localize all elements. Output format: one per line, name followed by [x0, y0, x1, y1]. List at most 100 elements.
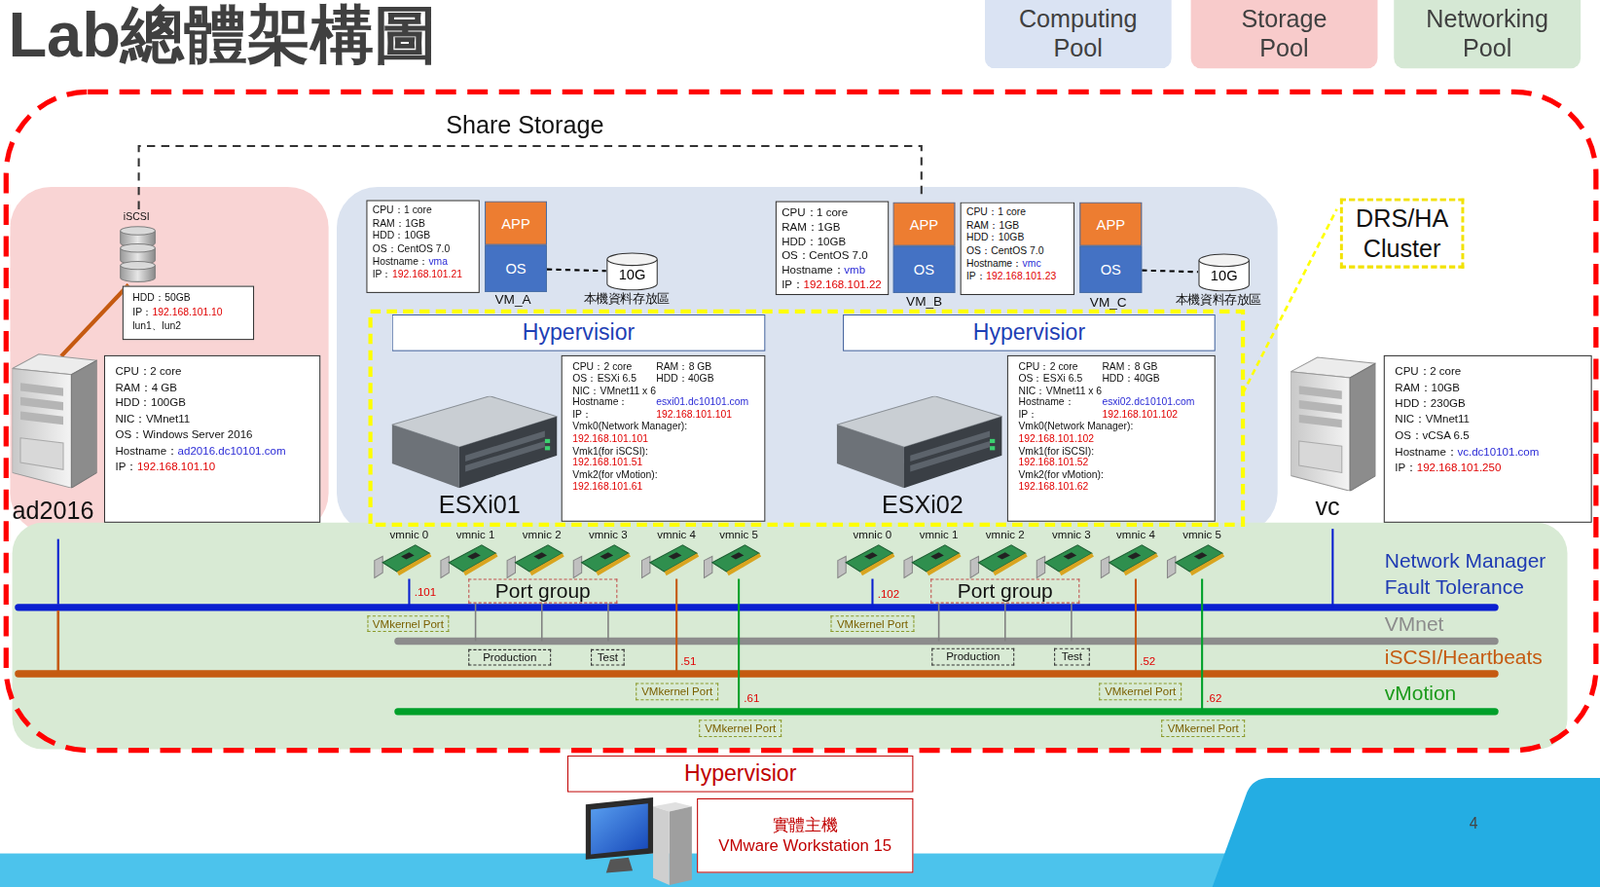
datastore-disk: 10G: [606, 252, 658, 291]
text-line: 192.168.101.102: [1018, 432, 1195, 444]
node-text: HDD：10GB: [966, 231, 1024, 244]
text-line: VMkernel Port: [372, 617, 444, 631]
node-text: ad2016.dc10101.com: [178, 443, 287, 457]
node-text: 192.168.101.101: [572, 432, 649, 444]
text-line: APP: [501, 215, 530, 232]
datastore-disk: 10G: [1198, 253, 1250, 292]
port-group-name: Test: [590, 649, 625, 666]
text-label: vMotion: [1384, 681, 1456, 704]
iscsi-database-part: [120, 260, 156, 269]
node-text: NIC：VMnet11: [114, 411, 190, 425]
text-line: OS: [1100, 260, 1122, 278]
host-computer-icon: [585, 797, 692, 885]
nic-cards-part: [374, 545, 433, 579]
text-label: 本機資料存放區: [583, 292, 670, 307]
text-label: vmnic 1: [456, 527, 496, 541]
text-label: vmnic 5: [719, 527, 759, 541]
info-box: CPU：1 coreRAM：1GBHDD：10GBOS：CentOS 7.0Ho…: [365, 200, 479, 293]
node-text: CPU：2 core: [1394, 363, 1461, 377]
text-line: 192.168.101.52: [1018, 456, 1195, 469]
host-computer-icon-part: [653, 805, 670, 885]
port-group-name: Production: [468, 649, 551, 666]
node-text: HDD：230GB: [1394, 396, 1465, 409]
text-label: vmnic 3: [1052, 527, 1091, 541]
node-text: VMkernel Port: [1104, 685, 1176, 698]
text-line: Hostname：vc.dc10101.com: [1394, 443, 1539, 461]
node-content: 實體主機VMware Workstation 15: [718, 814, 892, 856]
text-label: .102: [877, 587, 900, 601]
esxi-server-icon: [392, 396, 558, 488]
node-text: 192.168.101.250: [1417, 461, 1502, 474]
vmkernel-port: VMkernel Port: [1098, 682, 1182, 700]
node-text: Hostname：: [114, 443, 178, 457]
text-line: CPU：1 core: [966, 206, 1056, 219]
text-line: IP：192.168.101.250: [1394, 460, 1539, 477]
text-label: vmnic 1: [919, 527, 959, 541]
hypervisor-bar: Hypervisior: [567, 755, 913, 793]
text-label: vmnic 5: [1182, 527, 1222, 541]
text-line: VMkernel Port: [1167, 721, 1239, 735]
vmkernel-port: VMkernel Port: [635, 682, 719, 700]
text-line: Port group: [495, 580, 591, 603]
node-content: VMkernel Port: [372, 617, 444, 631]
text-line: Hostname：vmc: [966, 257, 1056, 271]
text-label: VM_B: [906, 293, 943, 309]
network-bands-part: [18, 603, 1495, 611]
legend-text: Computing Pool: [1012, 4, 1145, 63]
text-line: Test: [597, 650, 619, 664]
text-line: Hostname：ad2016.dc10101.com: [114, 442, 286, 459]
text-line: CPU：1 core: [781, 205, 882, 220]
uplink-wires-part: [1200, 578, 1203, 711]
text-line: HDD：230GB: [1394, 395, 1539, 412]
os-box: OS: [892, 246, 955, 293]
hypervisor-bar: Hypervisior: [842, 314, 1216, 352]
app-box: APP: [1079, 202, 1142, 247]
node-text: VMkernel Port: [1167, 721, 1239, 734]
node-text: 192.168.101.52: [1018, 456, 1089, 469]
node-text: 192.168.101.102: [1018, 432, 1094, 444]
text-line: VMkernel Port: [1104, 685, 1176, 699]
computing-region: [336, 186, 1278, 534]
node-text: Hostname：: [1018, 396, 1102, 408]
node-text: Hypervisior: [973, 319, 1086, 345]
node-text: CPU：2 core: [1018, 360, 1102, 372]
uplink-wires-part: [1070, 603, 1073, 642]
text-line: Vmk0(Network Manager):: [1018, 420, 1195, 433]
node-text: RAM：1GB: [966, 218, 1019, 231]
uplink-wires-part: [541, 603, 544, 642]
node-text: 192.168.101.101: [655, 408, 732, 421]
nic-cards-part: [1166, 545, 1225, 579]
hypervisor-bar: Hypervisior: [392, 314, 766, 352]
text-line: RAM：1GB: [372, 217, 463, 230]
text-line: 實體主機: [718, 814, 892, 836]
node-content: OS: [505, 259, 526, 277]
legend-swatch: Computing Pool: [984, 0, 1172, 69]
nic-cards-part: [837, 545, 896, 579]
node-text: Port group: [957, 580, 1054, 603]
text-line: HDD：10GB: [781, 233, 882, 249]
text-line: VMkernel Port: [641, 685, 713, 699]
info-box: CPU：2 coreRAM：8 GBOS：ESXi 6.5HDD：40GBNIC…: [561, 355, 766, 522]
node-text: Test: [1061, 650, 1083, 663]
nic-cards-part: [1100, 545, 1159, 579]
node-text: RAM：1GB: [372, 217, 426, 229]
text-label: 4: [1469, 815, 1479, 833]
node-text: CPU：2 core: [114, 363, 182, 377]
uplink-wires-part: [474, 603, 477, 642]
node-text: CPU：1 core: [966, 206, 1026, 219]
text-label: 本機資料存放區: [1175, 293, 1262, 308]
port-group: Port group: [468, 578, 618, 603]
uplink-wires-part: [871, 578, 873, 607]
node-content: APP: [501, 215, 530, 232]
text-line: VMware Workstation 15: [718, 835, 892, 856]
text-line: OS: [505, 259, 526, 277]
node-text: NIC：VMnet11 x 6: [572, 384, 656, 397]
app-box: APP: [484, 201, 547, 246]
node-text: 192.168.101.51: [572, 456, 643, 469]
node-content: CPU：2 coreRAM：8 GBOS：ESXi 6.5HDD：40GBNIC…: [572, 360, 749, 493]
footer-panel: [1212, 777, 1600, 887]
text-line: IP：192.168.101.10: [132, 304, 222, 319]
node-text: Port group: [495, 580, 591, 603]
text-line: CPU：2 core: [1394, 363, 1539, 380]
uplink-wires-part: [1004, 603, 1007, 642]
